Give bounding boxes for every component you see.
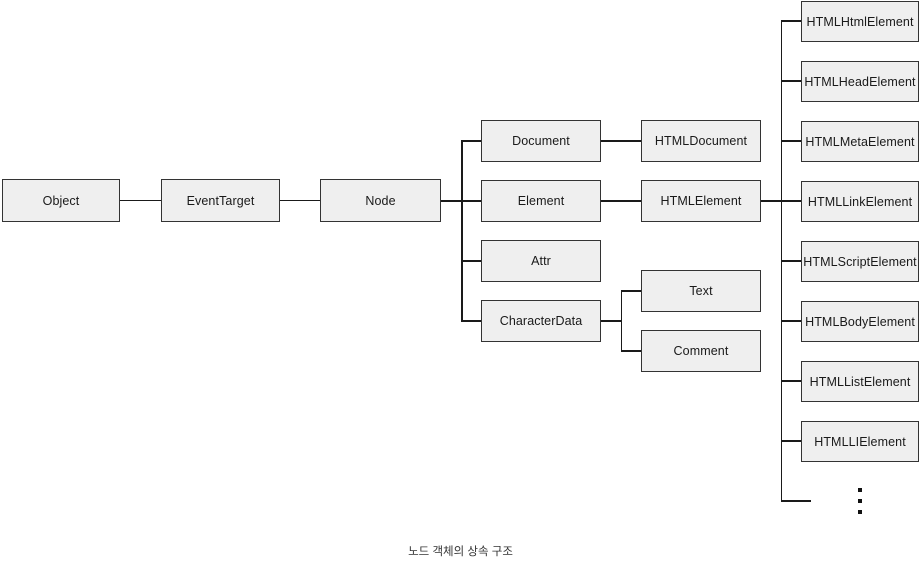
vertical-ellipsis-icon <box>857 488 863 514</box>
node-box-document[interactable]: Document <box>481 120 601 162</box>
node-label: Document <box>512 134 570 148</box>
node-box-element[interactable]: Element <box>481 180 601 222</box>
node-label: HTMLElement <box>660 194 742 208</box>
node-label: HTMLBodyElement <box>805 314 915 329</box>
node-label: Node <box>365 193 396 208</box>
edge-trunk-text <box>620 290 642 292</box>
node-label: Attr <box>531 254 551 268</box>
edge-trunk-htmlhtmlelement <box>780 20 802 22</box>
node-label: HTMLScriptElement <box>803 254 917 269</box>
node-label: HTMLHtmlElement <box>806 14 914 29</box>
edge-trunk-attr <box>461 260 482 262</box>
node-box-htmlscriptelement[interactable]: HTMLScriptElement <box>801 241 919 282</box>
edge-trunk-htmllielement <box>780 440 802 442</box>
node-label: Comment <box>673 344 729 358</box>
edge-characterdata-to-trunk <box>601 320 622 322</box>
node-label: HTMLLinkElement <box>807 194 913 209</box>
node-label: Object <box>42 193 80 208</box>
diagram-caption: 노드 객체의 상속 구조 <box>408 546 513 558</box>
node-box-eventtarget[interactable]: EventTarget <box>161 179 280 222</box>
node-box-text[interactable]: Text <box>641 270 761 312</box>
node-label: CharacterData <box>499 314 583 328</box>
edge-htmlelement-to-trunk <box>761 200 782 202</box>
node-box-htmlhtmlelement[interactable]: HTMLHtmlElement <box>801 1 919 42</box>
edge-trunk-htmlmetaelement <box>780 140 802 142</box>
node-box-comment[interactable]: Comment <box>641 330 761 372</box>
node-box-htmlbodyelement[interactable]: HTMLBodyElement <box>801 301 919 342</box>
node-box-htmlelement[interactable]: HTMLElement <box>641 180 761 222</box>
trunk-characterdata-children <box>620 291 623 351</box>
edge-document-htmldocument <box>601 140 641 142</box>
node-label: HTMLLIElement <box>814 434 906 449</box>
node-label: HTMLListElement <box>809 374 911 389</box>
node-box-htmldocument[interactable]: HTMLDocument <box>641 120 761 162</box>
edge-trunk-htmlbodyelement <box>780 320 802 322</box>
edge-eventtarget-node <box>280 199 320 202</box>
edge-trunk-htmllistelement <box>780 380 802 382</box>
node-box-characterdata[interactable]: CharacterData <box>481 300 601 342</box>
edge-element-htmlelement <box>601 200 641 202</box>
node-box-htmllielement[interactable]: HTMLLIElement <box>801 421 919 462</box>
edge-trunk-htmllinkelement <box>780 200 802 202</box>
node-box-htmllistelement[interactable]: HTMLListElement <box>801 361 919 402</box>
node-box-object[interactable]: Object <box>2 179 120 222</box>
edge-trunk-comment <box>620 350 642 352</box>
node-box-htmllinkelement[interactable]: HTMLLinkElement <box>801 181 919 222</box>
edge-node-to-trunk <box>441 200 463 202</box>
node-label: HTMLHeadElement <box>804 74 916 89</box>
trunk-node-children <box>461 141 463 322</box>
edge-trunk-element <box>461 200 482 202</box>
node-label: Element <box>517 194 565 208</box>
node-box-htmlmetaelement[interactable]: HTMLMetaElement <box>801 121 919 162</box>
node-box-htmlheadelement[interactable]: HTMLHeadElement <box>801 61 919 102</box>
node-box-node[interactable]: Node <box>320 179 441 222</box>
edge-object-eventtarget <box>120 199 161 202</box>
node-box-attr[interactable]: Attr <box>481 240 601 282</box>
edge-trunk-htmlscriptelement <box>780 260 802 262</box>
node-label: HTMLDocument <box>654 134 748 148</box>
node-label: HTMLMetaElement <box>805 134 915 149</box>
node-label: Text <box>689 284 713 298</box>
node-label: EventTarget <box>186 193 255 208</box>
edge-trunk-htmlheadelement <box>780 80 802 82</box>
edge-trunk-characterdata <box>461 320 482 322</box>
edge-trunk-document <box>461 140 482 142</box>
edge-trunk-more <box>780 500 811 502</box>
